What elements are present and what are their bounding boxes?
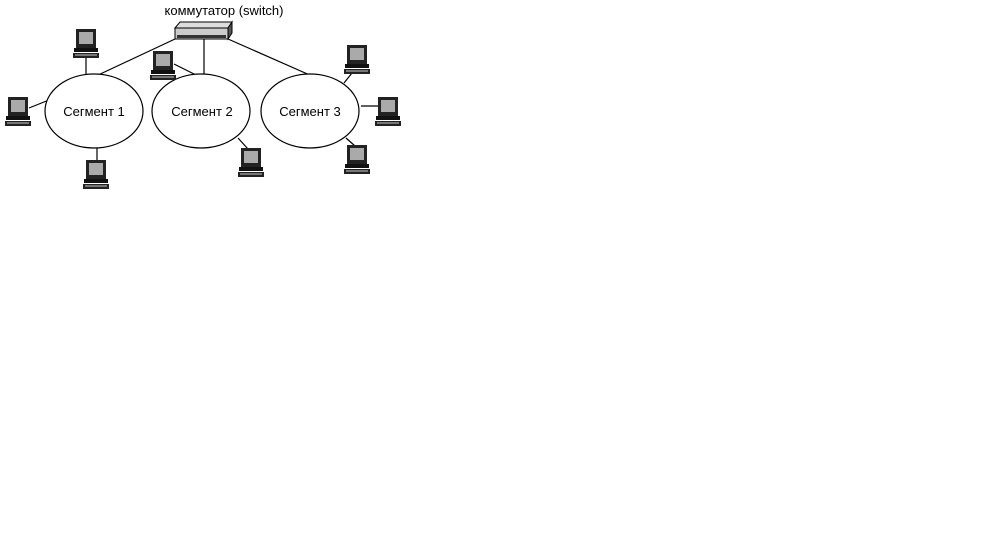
computer-icon (375, 97, 401, 126)
segment-2-ellipse (151, 73, 251, 149)
computer-icon (238, 148, 264, 177)
switch-icon (173, 20, 233, 41)
computer-icon (83, 160, 109, 189)
computer-icon (344, 145, 370, 174)
link (343, 72, 353, 84)
switch-label: коммутатор (switch) (165, 3, 284, 18)
link (345, 137, 356, 147)
link-switch-segment3 (227, 38, 313, 77)
segment-3-ellipse (260, 73, 360, 149)
link (237, 137, 249, 150)
segment-3-label: Сегмент 3 (279, 104, 341, 119)
computer-icon (150, 51, 176, 80)
computer-icon (344, 45, 370, 74)
computer-icon (5, 97, 31, 126)
computer-icon (73, 29, 99, 58)
segment-2-label: Сегмент 2 (171, 104, 233, 119)
segment-1-ellipse (44, 73, 144, 149)
segment-1-label: Сегмент 1 (63, 104, 125, 119)
link-switch-segment1 (95, 38, 176, 77)
link (28, 99, 50, 109)
connection-lines (28, 38, 378, 160)
